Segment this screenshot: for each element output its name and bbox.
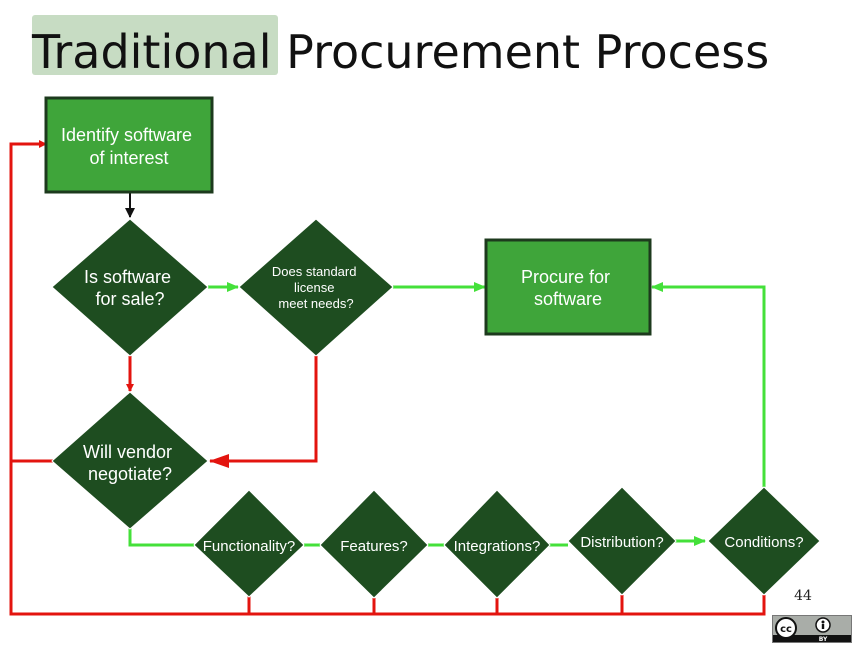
conditions-no-line — [249, 595, 766, 616]
title-highlight — [32, 15, 278, 75]
cc-by-icon: cc BY — [773, 616, 851, 643]
features-label: Features? — [340, 538, 408, 555]
cc-by-label: BY — [819, 636, 828, 642]
identify-line-1: Identify software — [61, 125, 192, 145]
title-rest: Procurement Process — [271, 25, 770, 79]
features-decision: Features? — [319, 489, 429, 599]
negotiate-line-2: negotiate? — [88, 464, 172, 484]
negotiate-line-1: Will vendor — [83, 442, 172, 462]
conditions-yes-arrow — [651, 282, 766, 487]
license-line-1: Does standard — [272, 264, 357, 279]
svg-text:cc: cc — [780, 624, 792, 635]
negotiate-yes-line — [128, 528, 194, 547]
svg-text:Does standard license: Does standard license meet needs? — [272, 264, 360, 311]
for-sale-line-2: for sale? — [95, 289, 164, 309]
integrations-decision: Integrations? — [443, 489, 551, 599]
no-connectors — [9, 140, 766, 616]
distribution-label: Distribution? — [580, 534, 663, 551]
procure-line-2: software — [534, 289, 602, 309]
for-sale-decision: Is software for sale? — [51, 218, 209, 357]
title-highlighted-word: Traditional — [32, 25, 272, 79]
page-number: 44 — [794, 588, 812, 604]
yes-connectors — [128, 282, 766, 547]
procure-box: Procure for software — [484, 238, 652, 336]
license-line-2: license — [294, 280, 334, 295]
for-sale-line-1: Is software — [84, 267, 171, 287]
conditions-decision: Conditions? — [707, 486, 821, 596]
svg-text:Procure for software: Procure for software — [521, 267, 615, 309]
svg-text:Is software for sale?: Is software for sale? — [84, 267, 176, 309]
conditions-label: Conditions? — [724, 534, 803, 551]
identify-line-2: of interest — [89, 148, 168, 168]
identify-box: Identify software of interest — [44, 96, 214, 194]
svg-text:Will vendor negotiate?: Will vendor negotiate? — [83, 442, 177, 484]
negotiate-decision: Will vendor negotiate? — [51, 391, 209, 530]
svg-text:Identify software of int: Identify software of interest — [61, 125, 197, 168]
distribution-decision: Distribution? — [567, 486, 677, 596]
standard-license-decision: Does standard license meet needs? — [238, 218, 394, 357]
functionality-label: Functionality? — [203, 538, 296, 555]
license-no-arrow — [209, 356, 318, 468]
integrations-label: Integrations? — [454, 538, 541, 555]
functionality-decision: Functionality? — [193, 489, 305, 598]
slide-title: Traditional Procurement Process — [32, 22, 769, 82]
cc-circle — [775, 617, 797, 639]
procure-line-1: Procure for — [521, 267, 610, 287]
cc-by-license-badge: cc BY — [772, 615, 852, 643]
license-line-3: meet needs? — [278, 296, 353, 311]
